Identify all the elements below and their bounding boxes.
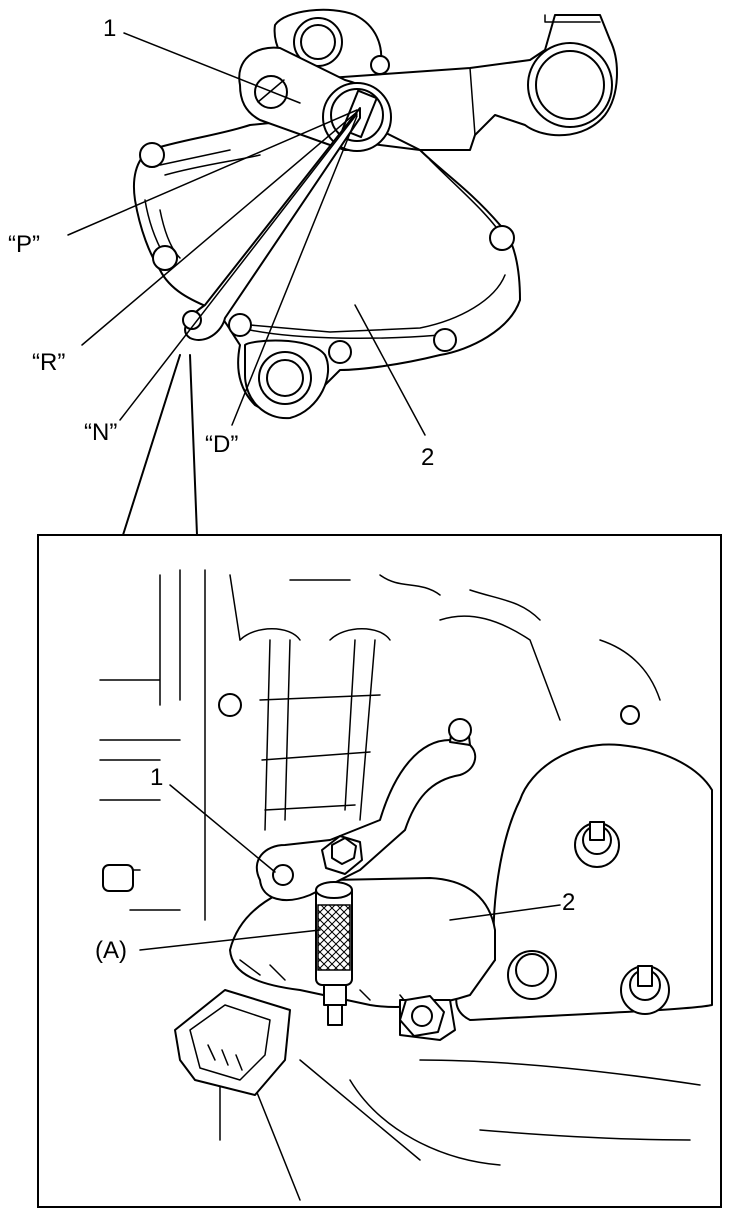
plate-bolt-top bbox=[574, 821, 620, 868]
manual-lever-detail bbox=[255, 739, 477, 901]
plate-bolt-left bbox=[507, 950, 557, 1000]
lever-hole-detail bbox=[272, 864, 294, 886]
leader-d bbox=[231, 115, 358, 426]
label-1-detail: 1 bbox=[150, 764, 163, 791]
label-2-top: 2 bbox=[421, 444, 434, 471]
switch-body-detail bbox=[229, 877, 496, 1008]
bracket-hole-inner bbox=[535, 50, 605, 120]
leader-2-top bbox=[354, 304, 426, 436]
lever-ball-joint bbox=[448, 718, 472, 742]
right-mount-plate bbox=[455, 743, 713, 1021]
detail-view: 1 (A) 2 bbox=[95, 569, 713, 1201]
top-mount-hole-inner bbox=[300, 24, 336, 60]
label-r: “R” bbox=[32, 349, 65, 376]
label-p: “P” bbox=[8, 231, 40, 258]
special-tool-a bbox=[315, 881, 353, 1026]
leader-1-top bbox=[123, 32, 301, 104]
switch-body bbox=[132, 119, 521, 411]
leader-n bbox=[119, 113, 358, 421]
callout-line-right bbox=[189, 354, 198, 536]
label-n: “N” bbox=[84, 419, 117, 446]
boss-left-bottom bbox=[152, 245, 178, 271]
boss-bottom-3 bbox=[433, 328, 457, 352]
leader-p bbox=[67, 109, 358, 236]
leader-2-detail bbox=[449, 904, 561, 921]
label-1-top: 1 bbox=[103, 15, 116, 42]
boss-right bbox=[489, 225, 515, 251]
leader-a bbox=[139, 929, 321, 951]
label-a: (A) bbox=[95, 937, 127, 964]
connector bbox=[174, 989, 291, 1096]
pointer-tip-hole bbox=[182, 310, 202, 330]
label-d: “D” bbox=[205, 431, 238, 458]
boss-bottom-2 bbox=[328, 340, 352, 364]
bottom-mount-hole-inner bbox=[266, 359, 304, 397]
top-view: 1 “P” “R” “N” “D” 2 bbox=[8, 8, 618, 471]
leader-r bbox=[81, 111, 358, 346]
detail-frame bbox=[37, 534, 722, 1208]
plate-bolt-right bbox=[620, 965, 670, 1015]
leader-1-detail bbox=[169, 784, 276, 873]
callout-line-left bbox=[122, 354, 181, 536]
boss-bottom-1 bbox=[228, 313, 252, 337]
label-2-detail: 2 bbox=[562, 889, 575, 916]
boss-left-top bbox=[139, 142, 165, 168]
